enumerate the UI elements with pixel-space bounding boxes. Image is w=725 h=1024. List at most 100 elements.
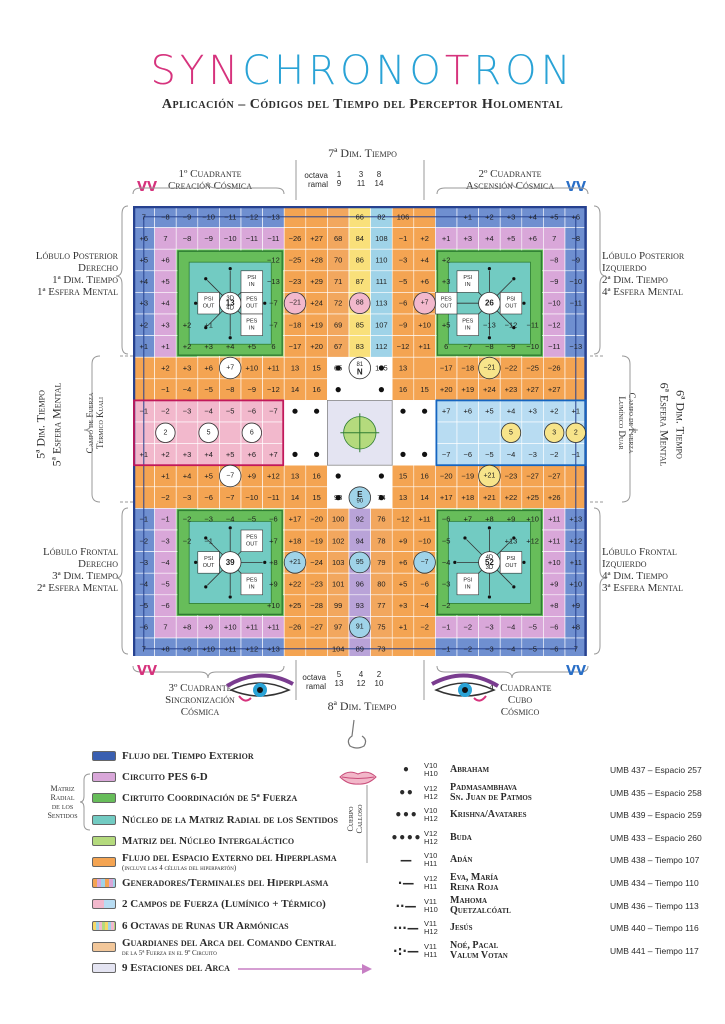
cell-value: 94 xyxy=(356,536,364,545)
duar-circle-number: 2 xyxy=(574,429,578,436)
cell-value: −28 xyxy=(310,601,323,610)
cell-value: +2 xyxy=(140,320,149,329)
cell-value: +1 xyxy=(399,623,408,632)
cell-value: −5 xyxy=(161,580,170,589)
cell-value: −2 xyxy=(464,623,473,632)
umb-code: UMB 441 – Tiempo 117 xyxy=(610,945,699,956)
psi-in-q4-top: PSI xyxy=(463,578,472,584)
duar-circle-number: 5 xyxy=(509,429,513,436)
legend-item: Flujo del Espacio Externo del Hiperplasm… xyxy=(92,852,337,872)
board-cell xyxy=(435,421,458,444)
radial-dot xyxy=(228,336,232,340)
main-title: SYNCHRONOTRON xyxy=(0,48,725,94)
cell-value: −12 xyxy=(267,385,280,394)
legend-swatch xyxy=(92,878,116,889)
cell-value: +28 xyxy=(310,256,323,265)
central-circle-number: 95 xyxy=(356,559,364,566)
cell-value: 71 xyxy=(334,277,342,286)
cell-value: 14 xyxy=(291,385,299,394)
cell-value: 82 xyxy=(377,212,385,221)
cell-value: +2 xyxy=(183,342,192,351)
cell-value: 104 xyxy=(332,644,345,653)
cell-value: +8 xyxy=(550,601,559,610)
cell-value: −26 xyxy=(548,364,561,373)
cell-value: +6 xyxy=(420,277,429,286)
cell-value: +6 xyxy=(161,256,170,265)
cell-value: 72 xyxy=(334,299,342,308)
cell-value: +27 xyxy=(310,234,323,243)
kuali-circle-number: 2 xyxy=(163,429,167,436)
ark-station-dot xyxy=(378,473,384,479)
band-circle-number: +7 xyxy=(226,365,234,372)
cell-value: −2 xyxy=(161,407,170,416)
cell-value: −9 xyxy=(399,320,408,329)
umb-code: UMB 438 – Tiempo 107 xyxy=(610,855,700,866)
psi-in-q1-top: PSI xyxy=(247,275,256,281)
dim6-label: 6ª Dim. Tiempo xyxy=(673,390,688,459)
cell-value: −23 xyxy=(289,277,302,286)
radial-dot xyxy=(204,277,208,281)
top-ramal-1: 9 xyxy=(336,179,342,188)
cell-value: 75 xyxy=(377,623,385,632)
mayan-number-icon: ···— xyxy=(393,921,419,936)
cell-value: −26 xyxy=(289,623,302,632)
cell-value: +27 xyxy=(548,385,561,394)
cell-value: −2 xyxy=(420,623,429,632)
cell-value: 16 xyxy=(312,385,320,394)
cell-value: −2 xyxy=(140,536,149,545)
cell-value: −27 xyxy=(526,472,539,481)
cell-value: +9 xyxy=(248,472,257,481)
legend-swatch xyxy=(92,814,116,825)
cell-value: +11 xyxy=(224,644,236,653)
pes-in-q2 xyxy=(456,313,479,336)
cell-value: −25 xyxy=(289,256,302,265)
cell-value: 73 xyxy=(377,644,385,653)
dim7-label: 7ª Dim. Tiempo xyxy=(328,146,397,160)
legend-label: Flujo del Tiempo Exterior xyxy=(122,750,254,762)
cell-value: −18 xyxy=(289,320,302,329)
cell-value: −7 xyxy=(226,493,235,502)
cell-value: +3 xyxy=(204,342,213,351)
cell-value: 89 xyxy=(356,644,364,653)
ark-station-dot xyxy=(422,451,428,457)
psi-in-q4 xyxy=(456,572,479,596)
q3-label: 3º Cuadrante Sincronización Cósmica xyxy=(165,682,235,718)
cell-value: −3 xyxy=(140,558,149,567)
pes-out-q3-bottom: OUT xyxy=(246,541,258,547)
cell-value: +6 xyxy=(572,212,581,221)
cell-value: −5 xyxy=(485,450,494,459)
cell-value: 108 xyxy=(375,234,388,243)
cell-value: −18 xyxy=(461,364,474,373)
lips-icon xyxy=(339,771,377,785)
q3-center-number: 39 xyxy=(226,558,235,567)
cell-value: 111 xyxy=(376,277,387,286)
cell-value: +6 xyxy=(248,450,257,459)
pes-in-q2-bottom: IN xyxy=(465,325,471,331)
cell-value: −5 xyxy=(140,601,149,610)
cell-value: −7 xyxy=(269,320,278,329)
cell-value: −11 xyxy=(548,342,560,351)
cell-value: −3 xyxy=(485,623,494,632)
cell-value: −7 xyxy=(269,299,278,308)
q1-label: 1º Cuadrante Creación Cósmica xyxy=(167,168,253,192)
cell-value: −2 xyxy=(183,515,192,524)
cell-value: −17 xyxy=(289,342,302,351)
duar-circle xyxy=(500,422,522,443)
psi-out-q2-bottom: OUT xyxy=(505,304,517,310)
cell-value: 80 xyxy=(377,580,385,589)
cell-value: −9 xyxy=(248,385,257,394)
mayan-number-icon: ·:·— xyxy=(393,943,419,958)
board-cell xyxy=(305,637,328,656)
cell-value: +11 xyxy=(548,536,560,545)
psi-out-q4-top: PSI xyxy=(507,556,516,562)
cell-value: −4 xyxy=(140,580,149,589)
title-syn: SYN xyxy=(150,48,243,94)
cell-value: 15 xyxy=(312,493,320,502)
cell-value: −8 xyxy=(226,385,235,394)
cell-value: 102 xyxy=(332,536,345,545)
cell-value: 70 xyxy=(334,256,342,265)
cell-value: +5 xyxy=(485,407,494,416)
